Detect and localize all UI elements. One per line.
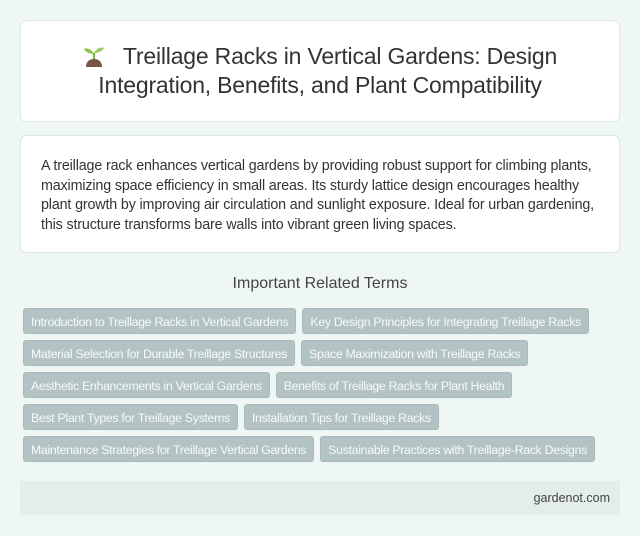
term-tag[interactable]: Material Selection for Durable Treillage… [23,340,296,366]
term-tag[interactable]: Key Design Principles for Integrating Tr… [302,308,589,334]
seedling-icon [83,47,104,67]
term-tag[interactable]: Maintenance Strategies for Treillage Ver… [23,436,315,462]
site-name: gardenot.com [533,491,610,505]
term-tag[interactable]: Sustainable Practices with Treillage-Rac… [320,436,595,462]
title-card: Treillage Racks in Vertical Gardens: Des… [20,20,620,122]
term-tag[interactable]: Benefits of Treillage Racks for Plant He… [275,372,513,398]
term-tag[interactable]: Introduction to Treillage Racks in Verti… [23,308,297,334]
related-terms-heading: Important Related Terms [232,275,408,292]
description-text: A treillage rack enhances vertical garde… [41,158,594,233]
footer: gardenot.com [20,481,620,515]
related-terms-list: Introduction to Treillage Racks in Verti… [20,308,620,468]
term-tag[interactable]: Space Maximization with Treillage Racks [301,340,529,366]
term-tag[interactable]: Best Plant Types for Treillage Systems [23,404,238,430]
term-tag[interactable]: Installation Tips for Treillage Racks [243,404,439,430]
description-card: A treillage rack enhances vertical garde… [20,135,620,253]
term-tag[interactable]: Aesthetic Enhancements in Vertical Garde… [23,372,270,398]
title-text: Treillage Racks in Vertical Gardens: Des… [98,43,558,98]
page-title: Treillage Racks in Vertical Gardens: Des… [51,42,589,100]
